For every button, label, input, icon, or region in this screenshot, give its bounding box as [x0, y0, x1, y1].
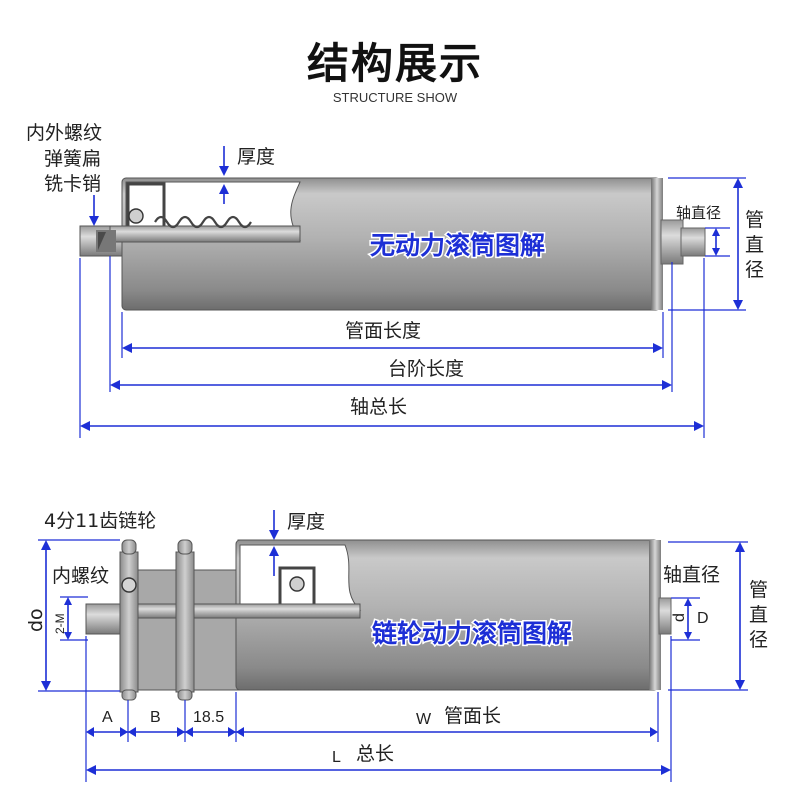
tubedia2-arrow-down	[735, 680, 745, 690]
roller1-right-shaft	[660, 219, 684, 265]
label-d: d	[671, 613, 688, 622]
w-arrow-right	[650, 727, 658, 737]
label-tube-diameter-2b: 直	[749, 604, 768, 626]
roller1-diagram-title: 无动力滚筒图解	[370, 231, 545, 260]
m-arrow-down	[64, 632, 72, 640]
idle-roller-diagram: 无动力滚筒图解 内外螺纹 弹簧扁 铣卡销 厚度 轴直径 管 直 径	[26, 122, 764, 438]
label-shaft-total-length: 轴总长	[350, 396, 407, 418]
label-tube-diameter-2c: 径	[749, 629, 768, 651]
roller2-end-cap	[649, 540, 661, 690]
a-arrow-left	[86, 727, 94, 737]
roller2-inner-shaft	[129, 603, 361, 619]
roller2-diagram-title: 链轮动力滚筒图解	[372, 619, 572, 648]
total-arrow-right	[661, 765, 671, 775]
label-thread-line3: 铣卡销	[44, 173, 101, 195]
thickness1-arrow-down	[219, 166, 229, 176]
label-shaft-diameter-1: 轴直径	[676, 204, 721, 222]
tubedia1-arrow-up	[733, 178, 743, 188]
roller1-right-shaft-tip	[680, 227, 706, 257]
w-arrow-left	[236, 727, 244, 737]
thickness1-arrow-up	[219, 184, 229, 194]
shaftlen-arrow-left	[80, 421, 90, 431]
label-thickness-2: 厚度	[287, 511, 325, 533]
label-tube-diameter-1c: 径	[745, 259, 764, 281]
tubedia2-arrow-up	[735, 542, 745, 552]
label-m: 2-M	[53, 613, 67, 634]
gap-arrow-right	[228, 727, 236, 737]
label-L: L	[332, 749, 341, 766]
b-arrow-left	[128, 727, 136, 737]
total-arrow-left	[86, 765, 96, 775]
a-arrow-right	[120, 727, 128, 737]
label-sprocket: 4分11齿链轮	[44, 510, 156, 532]
sprocket-1	[119, 539, 139, 701]
thread-pointer-arrow	[89, 216, 99, 226]
page-title: 结构展示	[306, 39, 483, 88]
label-D: D	[697, 610, 709, 627]
sprocket-roller-diagram: 链轮动力滚筒图解 4分11齿链轮 厚度 内螺纹 do 2-M 轴直径 d D	[25, 510, 768, 782]
label-tube-length-2: 管面长	[444, 705, 501, 727]
label-A: A	[102, 709, 113, 726]
do-arrow-up	[41, 540, 51, 550]
label-thread-line1: 内外螺纹	[26, 122, 102, 144]
roller1-slot-shadow	[98, 232, 106, 250]
label-tube-diameter-1a: 管	[745, 209, 764, 231]
tubelen-arrow-right	[653, 343, 663, 353]
roller1-bearing	[128, 208, 144, 224]
roller2-bearing	[289, 576, 305, 592]
label-gap: 18.5	[193, 709, 224, 726]
label-step-length: 台阶长度	[388, 358, 464, 380]
label-tube-diameter-1b: 直	[745, 234, 764, 256]
roller2-right-shaft	[658, 597, 672, 635]
label-shaft-diameter-2: 轴直径	[663, 564, 720, 586]
label-B: B	[150, 709, 161, 726]
label-do: do	[25, 608, 47, 632]
label-inner-thread: 内螺纹	[52, 565, 109, 587]
do-arrow-down	[41, 681, 51, 691]
roller1-inner-shaft	[109, 225, 301, 243]
tubelen-arrow-left	[122, 343, 132, 353]
sprocket-2	[175, 539, 195, 701]
steplen-arrow-right	[662, 380, 672, 390]
thickness2-arrow-up	[269, 546, 279, 556]
page-subtitle: STRUCTURE SHOW	[332, 90, 458, 105]
gap-arrow-left	[185, 727, 193, 737]
thickness2-arrow-down	[269, 530, 279, 540]
m-arrow-up	[64, 597, 72, 605]
shaftlen-arrow-right	[694, 421, 704, 431]
tubedia1-arrow-down	[733, 300, 743, 310]
d-arrow-up	[684, 598, 692, 606]
label-total-length: 总长	[356, 743, 394, 765]
roller1-spring	[154, 215, 252, 229]
label-W: W	[416, 711, 432, 728]
d-arrow-down	[684, 632, 692, 640]
roller1-end-cap	[651, 178, 663, 310]
label-thickness-1: 厚度	[237, 146, 275, 168]
steplen-arrow-left	[110, 380, 120, 390]
shaftdia1-arrow-up	[712, 228, 720, 236]
shaftdia1-arrow-down	[712, 248, 720, 256]
label-thread-line2: 弹簧扁	[44, 148, 101, 170]
label-tube-diameter-2a: 管	[749, 579, 768, 601]
label-tube-length: 管面长度	[345, 320, 421, 342]
b-arrow-right	[177, 727, 185, 737]
roller2-left-bearing	[121, 577, 137, 593]
